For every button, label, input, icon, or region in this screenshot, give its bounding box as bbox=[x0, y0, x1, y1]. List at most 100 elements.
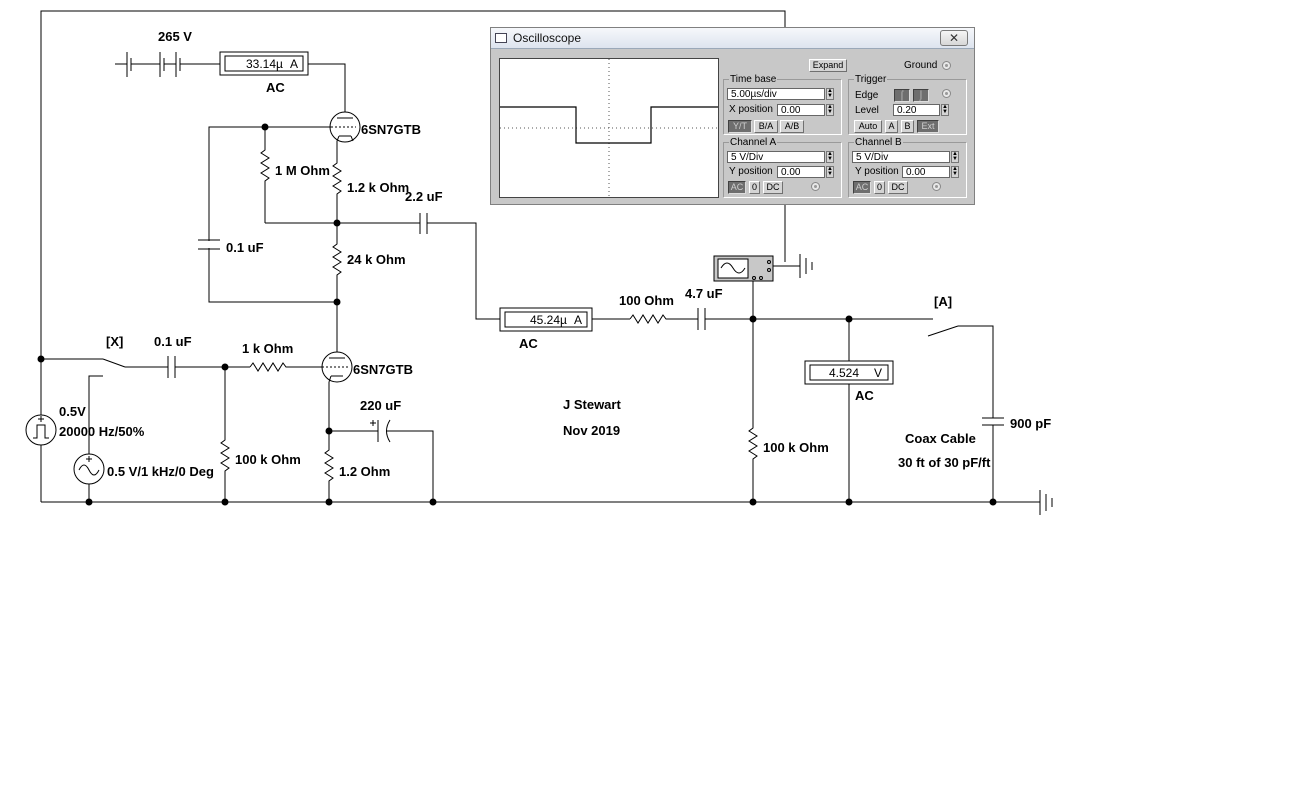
window-icon bbox=[495, 33, 507, 43]
channel-b-terminal[interactable] bbox=[932, 182, 941, 191]
ammeter-mid-unit: A bbox=[574, 313, 582, 327]
ammeter-mid-reading: 45.24µ bbox=[530, 313, 567, 327]
capacitor-0u1-bootstrap[interactable] bbox=[198, 239, 220, 250]
square-wave-source[interactable] bbox=[25, 359, 57, 502]
close-icon[interactable]: ✕ bbox=[940, 30, 968, 46]
edge-rising-icon[interactable]: ⌠ bbox=[894, 89, 910, 102]
oscilloscope-window[interactable]: Oscilloscope ✕ Expand Ground Time base 5… bbox=[490, 27, 975, 205]
battery-265v[interactable] bbox=[115, 52, 220, 77]
ammeter-mid-mode: AC bbox=[519, 336, 538, 351]
tube-lower-6sn7gtb[interactable] bbox=[321, 351, 353, 383]
trigger-title: Trigger bbox=[854, 74, 888, 85]
switch-x-label: [X] bbox=[106, 334, 123, 349]
author-label: J Stewart bbox=[563, 397, 621, 412]
c-0u1-fb-label: 0.1 uF bbox=[226, 240, 264, 255]
channel-b-scale-field[interactable]: 5 V/Div bbox=[852, 151, 950, 163]
channel-a-scale-spin[interactable]: ▲▼ bbox=[826, 151, 834, 163]
level-field[interactable]: 0.20 bbox=[893, 104, 940, 116]
c-4u7-label: 4.7 uF bbox=[685, 286, 723, 301]
channel-b-dc-button[interactable]: DC bbox=[888, 181, 908, 194]
ammeter-mid[interactable]: 45.24µ A bbox=[499, 307, 593, 332]
mode-yt-button[interactable]: Y/T bbox=[728, 120, 752, 133]
resistor-100k-load[interactable] bbox=[748, 319, 758, 502]
capacitor-2u2[interactable] bbox=[419, 213, 428, 234]
r-100-label: 100 Ohm bbox=[619, 293, 674, 308]
channel-b-ac-button[interactable]: AC bbox=[853, 181, 871, 194]
capacitor-900p[interactable] bbox=[982, 417, 1004, 502]
channel-b-ypos-field[interactable]: 0.00 bbox=[902, 166, 950, 178]
channel-a-group bbox=[723, 142, 842, 198]
level-label: Level bbox=[855, 105, 879, 116]
resistor-100[interactable] bbox=[629, 314, 698, 324]
wire-to-ammeter-mid bbox=[427, 222, 500, 320]
trigger-b-button[interactable]: B bbox=[901, 120, 914, 133]
edge-falling-icon[interactable]: ⌡ bbox=[913, 89, 929, 102]
expand-button[interactable]: Expand bbox=[809, 59, 847, 72]
ammeter-top-mode: AC bbox=[266, 80, 285, 95]
scope-title: Oscilloscope bbox=[513, 31, 582, 45]
timebase-title: Time base bbox=[729, 74, 778, 85]
channel-b-group bbox=[848, 142, 967, 198]
ammeter-top[interactable]: 33.14µ A bbox=[219, 51, 309, 76]
mode-ab-button[interactable]: A/B bbox=[780, 120, 804, 133]
timebase-scale-field[interactable]: 5.00µs/div bbox=[727, 88, 825, 100]
trigger-group bbox=[848, 79, 967, 135]
channel-a-scale-field[interactable]: 5 V/Div bbox=[727, 151, 825, 163]
c-900p-label: 900 pF bbox=[1010, 416, 1051, 431]
scope-trace-a bbox=[500, 106, 718, 144]
voltmeter-mode: AC bbox=[855, 388, 874, 403]
channel-a-zero-button[interactable]: 0 bbox=[749, 181, 760, 194]
capacitor-4u7[interactable] bbox=[697, 308, 706, 330]
ground-terminal[interactable] bbox=[942, 61, 951, 70]
oscilloscope-instrument-icon[interactable] bbox=[713, 255, 774, 282]
ammeter-top-reading: 33.14µ bbox=[246, 57, 283, 71]
xpos-field[interactable]: 0.00 bbox=[777, 104, 825, 116]
trigger-auto-button[interactable]: Auto bbox=[854, 120, 882, 133]
r-100k-grid-label: 100 k Ohm bbox=[235, 452, 301, 467]
trigger-a-button[interactable]: A bbox=[885, 120, 898, 133]
date-label: Nov 2019 bbox=[563, 423, 620, 438]
wire-b-plus bbox=[308, 63, 346, 112]
sine-wave-source[interactable] bbox=[73, 453, 105, 502]
coax-line2: 30 ft of 30 pF/ft bbox=[898, 455, 991, 470]
tube-upper-6sn7gtb[interactable] bbox=[329, 111, 361, 143]
r-1k2-label: 1.2 k Ohm bbox=[347, 180, 409, 195]
scope-titlebar[interactable]: Oscilloscope ✕ bbox=[491, 28, 974, 49]
src-square-freq: 20000 Hz/50% bbox=[59, 424, 145, 439]
resistor-1m[interactable] bbox=[260, 127, 270, 223]
channel-a-ypos-label: Y position bbox=[729, 166, 773, 177]
channel-a-ypos-field[interactable]: 0.00 bbox=[777, 166, 825, 178]
resistor-1k[interactable] bbox=[249, 362, 322, 372]
channel-a-ypos-spin[interactable]: ▲▼ bbox=[826, 166, 834, 178]
timebase-spin[interactable]: ▲▼ bbox=[826, 88, 834, 100]
voltmeter-reading: 4.524 bbox=[829, 366, 859, 380]
channel-b-scale-spin[interactable]: ▲▼ bbox=[951, 151, 959, 163]
level-spin[interactable]: ▲▼ bbox=[941, 104, 949, 116]
src-square-amp: 0.5V bbox=[59, 404, 86, 419]
wire-feedback-top bbox=[40, 10, 786, 359]
switch-a[interactable] bbox=[927, 318, 994, 418]
capacitor-0u1-input[interactable] bbox=[167, 356, 176, 378]
capacitor-220u[interactable] bbox=[329, 419, 434, 502]
wire-bootstrap-loop bbox=[208, 126, 337, 303]
trigger-ext-button[interactable]: Ext bbox=[917, 120, 939, 133]
resistor-1k2[interactable] bbox=[332, 141, 342, 223]
switch-x[interactable] bbox=[41, 358, 168, 454]
mode-ba-button[interactable]: B/A bbox=[754, 120, 778, 133]
trigger-ext-terminal[interactable] bbox=[942, 89, 951, 98]
resistor-24k[interactable] bbox=[332, 223, 342, 302]
channel-a-dc-button[interactable]: DC bbox=[763, 181, 783, 194]
channel-b-zero-button[interactable]: 0 bbox=[874, 181, 885, 194]
channel-a-terminal[interactable] bbox=[811, 182, 820, 191]
r-1m-label: 1 M Ohm bbox=[275, 163, 330, 178]
edge-label: Edge bbox=[855, 90, 879, 101]
voltmeter[interactable]: 4.524 V bbox=[804, 360, 894, 385]
channel-b-ypos-spin[interactable]: ▲▼ bbox=[951, 166, 959, 178]
channel-a-ac-button[interactable]: AC bbox=[728, 181, 746, 194]
xpos-spin[interactable]: ▲▼ bbox=[826, 104, 834, 116]
timebase-group bbox=[723, 79, 842, 135]
resistor-100k-grid[interactable] bbox=[220, 367, 230, 502]
resistor-1r2[interactable] bbox=[324, 431, 334, 502]
xpos-label: X position bbox=[729, 104, 773, 115]
